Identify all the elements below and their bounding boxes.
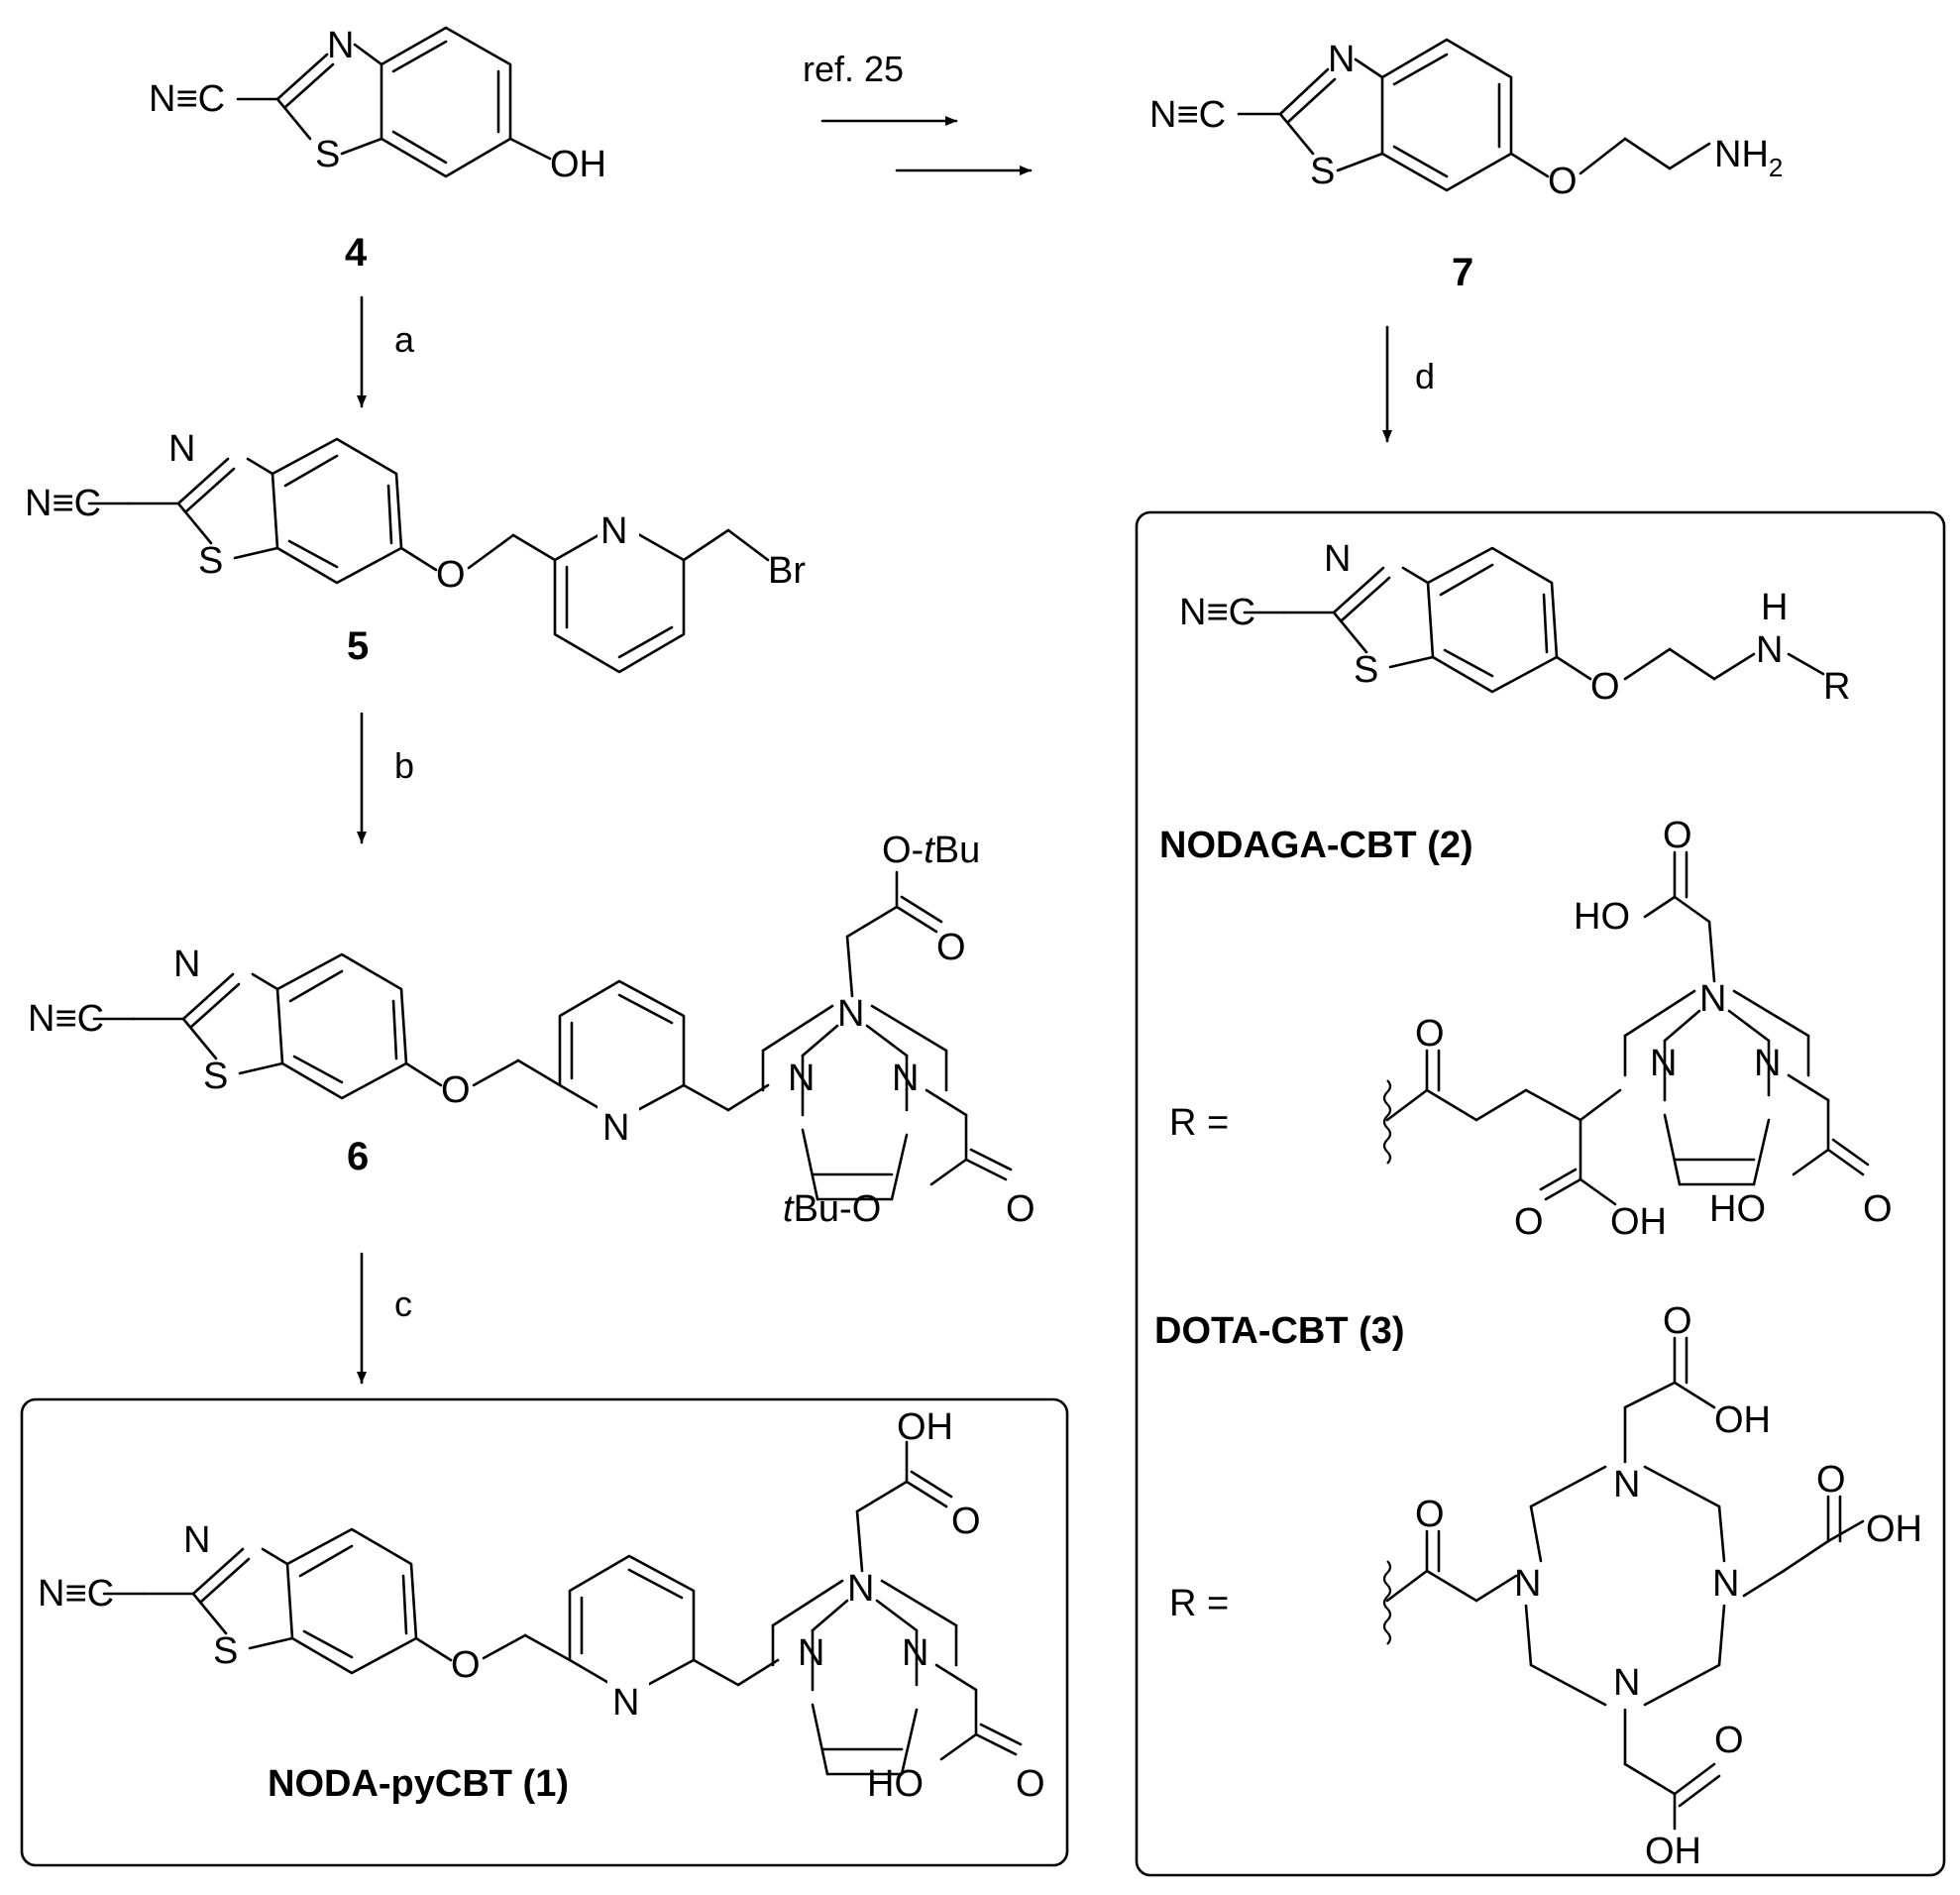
- svg-text:O: O: [1016, 1763, 1045, 1805]
- svg-text:HO: HO: [1574, 896, 1630, 938]
- compound-6-number: 6: [347, 1135, 369, 1178]
- r-group-label: R: [1823, 666, 1850, 708]
- compound-5-structure: N≡C N S O N Br: [25, 428, 806, 674]
- compound-7-number: 7: [1452, 251, 1473, 294]
- noda-pycbt-box: [20, 1397, 1069, 1867]
- svg-text:N: N: [837, 993, 864, 1035]
- svg-text:HO: HO: [867, 1763, 924, 1805]
- thiazole-s-label: S: [315, 134, 340, 175]
- svg-text:S: S: [1310, 151, 1335, 192]
- svg-text:O: O: [1863, 1188, 1893, 1230]
- svg-text:O: O: [1714, 1720, 1744, 1761]
- svg-text:HO: HO: [1709, 1188, 1766, 1230]
- svg-text:S: S: [198, 540, 223, 582]
- compound-5-number: 5: [347, 624, 369, 668]
- svg-text:H: H: [1761, 587, 1788, 628]
- cbt-amine-structure: N≡C N S O N H R: [1179, 538, 1850, 708]
- nodaga-r-group-structure: R = O O OH N N N O HO O HO: [1169, 815, 1893, 1243]
- reference-label: ref. 25: [803, 49, 904, 89]
- svg-text:O: O: [1415, 1494, 1445, 1535]
- noda-pycbt-name: NODA-pyCBT (1): [268, 1763, 569, 1805]
- svg-text:N: N: [902, 1632, 928, 1674]
- nodaga-dota-box: [1135, 510, 1946, 1877]
- svg-text:N: N: [183, 1519, 210, 1561]
- svg-text:N: N: [1324, 538, 1351, 580]
- svg-text:N: N: [600, 510, 627, 552]
- hydroxyl-label: OH: [550, 144, 606, 185]
- nodaga-cbt-name: NODAGA-CBT (2): [1159, 825, 1473, 866]
- svg-text:S: S: [203, 1056, 228, 1097]
- reagent-b-label: b: [394, 745, 414, 786]
- svg-text:N: N: [612, 1682, 639, 1724]
- svg-text:N: N: [1514, 1563, 1541, 1605]
- svg-text:N: N: [892, 1058, 919, 1099]
- svg-text:N: N: [1650, 1043, 1677, 1084]
- svg-text:tBu-O: tBu-O: [783, 1188, 881, 1230]
- svg-text:OH: OH: [1610, 1201, 1667, 1243]
- svg-text:N: N: [1613, 1464, 1640, 1505]
- dota-cbt-name: DOTA-CBT (3): [1154, 1310, 1405, 1352]
- svg-text:N≡C: N≡C: [1179, 592, 1255, 633]
- svg-text:O: O: [1548, 161, 1578, 202]
- compound-4-structure: N≡C N S OH: [149, 25, 606, 185]
- compound-4-number: 4: [345, 231, 368, 275]
- svg-text:O: O: [1590, 666, 1620, 708]
- reagent-d-label: d: [1415, 356, 1435, 396]
- svg-text:N: N: [168, 428, 195, 470]
- svg-text:OH: OH: [1645, 1831, 1701, 1872]
- svg-text:N: N: [1754, 1043, 1781, 1084]
- amine-label: NH2: [1714, 134, 1783, 182]
- svg-text:OH: OH: [1714, 1399, 1771, 1441]
- svg-text:N: N: [1328, 39, 1355, 80]
- reagent-a-label: a: [394, 319, 415, 360]
- svg-text:R =: R =: [1169, 1102, 1229, 1144]
- svg-text:N: N: [788, 1058, 815, 1099]
- svg-text:O: O: [936, 927, 966, 968]
- svg-text:OH: OH: [1866, 1508, 1922, 1550]
- svg-text:N: N: [798, 1632, 824, 1674]
- svg-text:O: O: [1006, 1188, 1035, 1230]
- svg-text:O-tBu: O-tBu: [882, 830, 980, 871]
- svg-text:O: O: [436, 554, 466, 596]
- svg-text:OH: OH: [897, 1406, 953, 1448]
- svg-text:N: N: [1756, 629, 1783, 671]
- svg-text:N: N: [847, 1568, 874, 1610]
- svg-text:S: S: [213, 1630, 238, 1672]
- svg-text:N: N: [1712, 1563, 1739, 1605]
- reagent-c-label: c: [394, 1283, 412, 1324]
- svg-text:O: O: [1816, 1459, 1846, 1501]
- dota-r-group-structure: R = O N N N N O OH O OH: [1169, 1300, 1922, 1872]
- svg-text:N: N: [1613, 1662, 1640, 1704]
- nitrile-label: N≡C: [149, 78, 225, 120]
- svg-text:O: O: [1514, 1201, 1544, 1243]
- svg-text:R =: R =: [1169, 1583, 1229, 1624]
- compound-7-structure: N≡C N S O NH2: [1149, 38, 1783, 202]
- svg-text:O: O: [441, 1069, 471, 1111]
- svg-text:N≡C: N≡C: [1149, 94, 1226, 136]
- bromide-label: Br: [768, 550, 806, 592]
- svg-text:N: N: [1699, 978, 1726, 1020]
- svg-text:N: N: [173, 944, 200, 985]
- svg-text:O: O: [1415, 1013, 1445, 1055]
- compound-6-structure: N≡C N S O N N N N O-tBu O O tBu-O: [28, 830, 1035, 1230]
- svg-text:O: O: [951, 1501, 981, 1542]
- svg-text:S: S: [1354, 649, 1378, 691]
- svg-text:O: O: [451, 1644, 481, 1686]
- svg-text:N≡C: N≡C: [38, 1573, 114, 1615]
- svg-text:N≡C: N≡C: [28, 998, 104, 1040]
- svg-text:O: O: [1663, 1300, 1692, 1342]
- noda-pycbt-structure: N≡C N S O N N N N OH O O HO: [38, 1406, 1045, 1805]
- svg-text:N: N: [602, 1107, 629, 1149]
- svg-text:O: O: [1663, 815, 1692, 856]
- thiazole-n-label: N: [327, 25, 354, 66]
